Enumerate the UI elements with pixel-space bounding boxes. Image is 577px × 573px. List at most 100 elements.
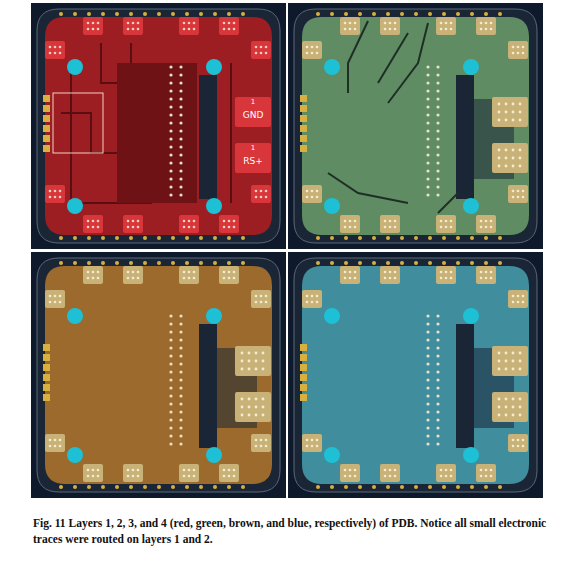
edge-via: [185, 261, 189, 265]
via: [179, 113, 182, 116]
smd-pad: [251, 434, 271, 452]
edge-via: [129, 261, 133, 265]
edge-via: [442, 261, 446, 265]
pad-via: [311, 295, 314, 298]
pad-via: [97, 475, 100, 478]
pad-via: [354, 475, 357, 478]
pad-via: [233, 22, 236, 25]
pad-via: [519, 111, 522, 114]
pad-via: [450, 220, 453, 223]
edge-via: [73, 261, 77, 265]
pad-via: [316, 295, 319, 298]
edge-via: [115, 485, 119, 489]
pad-via: [480, 22, 483, 25]
pad-via: [54, 295, 57, 298]
pad-via: [255, 360, 258, 363]
pad-via: [490, 271, 493, 274]
via: [436, 153, 439, 156]
pad-via: [59, 445, 62, 448]
pad-via: [485, 271, 488, 274]
pad-via: [440, 475, 443, 478]
edge-via: [316, 236, 320, 240]
pad-via: [522, 196, 525, 199]
pad-via: [519, 352, 522, 355]
pad-via: [97, 226, 100, 229]
pad-via: [137, 28, 140, 31]
pad-via: [183, 271, 186, 274]
pad-via: [354, 469, 357, 472]
via: [169, 370, 172, 373]
via: [436, 105, 439, 108]
edge-via: [227, 236, 231, 240]
pad-via: [384, 277, 387, 280]
panel-ground: [31, 3, 286, 249]
pad-via: [498, 406, 501, 409]
header-pin: [300, 125, 307, 132]
trace: [438, 193, 458, 213]
pad-via: [223, 28, 226, 31]
pad-via: [480, 28, 483, 31]
pad-via: [228, 220, 231, 223]
smd-pad: [508, 434, 528, 452]
pad-via: [505, 103, 508, 106]
edge-via: [456, 485, 460, 489]
smd-pad: [476, 464, 496, 482]
edge-via: [316, 485, 320, 489]
pad-via: [512, 157, 515, 160]
pad-via: [255, 46, 258, 49]
pad-via: [505, 406, 508, 409]
smd-pad: [123, 266, 143, 284]
pad-via: [498, 368, 501, 371]
via: [436, 426, 439, 429]
pad-via: [522, 52, 525, 55]
pad-via: [498, 165, 501, 168]
via: [179, 81, 182, 84]
pad-via: [193, 28, 196, 31]
edge-via: [199, 485, 203, 489]
pad-via: [316, 46, 319, 49]
pad-via: [49, 190, 52, 193]
header-pin: [300, 145, 307, 152]
pad-via: [490, 22, 493, 25]
via: [169, 434, 172, 437]
pad-via: [97, 28, 100, 31]
via: [436, 338, 439, 341]
smd-pad: [340, 17, 360, 35]
via: [426, 338, 429, 341]
edge-via: [316, 12, 320, 16]
edge-via: [129, 485, 133, 489]
via: [179, 137, 182, 140]
pad-via: [54, 196, 57, 199]
pad-via: [260, 445, 263, 448]
smd-pad: [436, 17, 456, 35]
edge-via: [442, 12, 446, 16]
pad-via: [59, 301, 62, 304]
pad-via: [49, 52, 52, 55]
pad-via: [354, 28, 357, 31]
pad-via: [440, 271, 443, 274]
pin-number: 1: [235, 145, 271, 152]
smd-pad: [302, 185, 322, 203]
edge-via: [316, 261, 320, 265]
smd-pad: [380, 17, 400, 35]
pad-via: [193, 277, 196, 280]
pad-via: [255, 301, 258, 304]
pad-via: [54, 52, 57, 55]
pad-via: [316, 445, 319, 448]
pad-via: [445, 220, 448, 223]
edge-via: [171, 261, 175, 265]
mounting-hole: [324, 308, 340, 324]
pad-via: [241, 406, 244, 409]
pad-via: [127, 226, 130, 229]
pad-via: [505, 149, 508, 152]
mounting-hole: [67, 59, 83, 75]
pad-via: [519, 119, 522, 122]
edge-via: [87, 12, 91, 16]
pad-via: [228, 22, 231, 25]
edge-via: [414, 261, 418, 265]
pad-via: [241, 398, 244, 401]
pad-via: [440, 28, 443, 31]
pad-via: [49, 196, 52, 199]
pad-via: [490, 475, 493, 478]
pad-via: [241, 360, 244, 363]
